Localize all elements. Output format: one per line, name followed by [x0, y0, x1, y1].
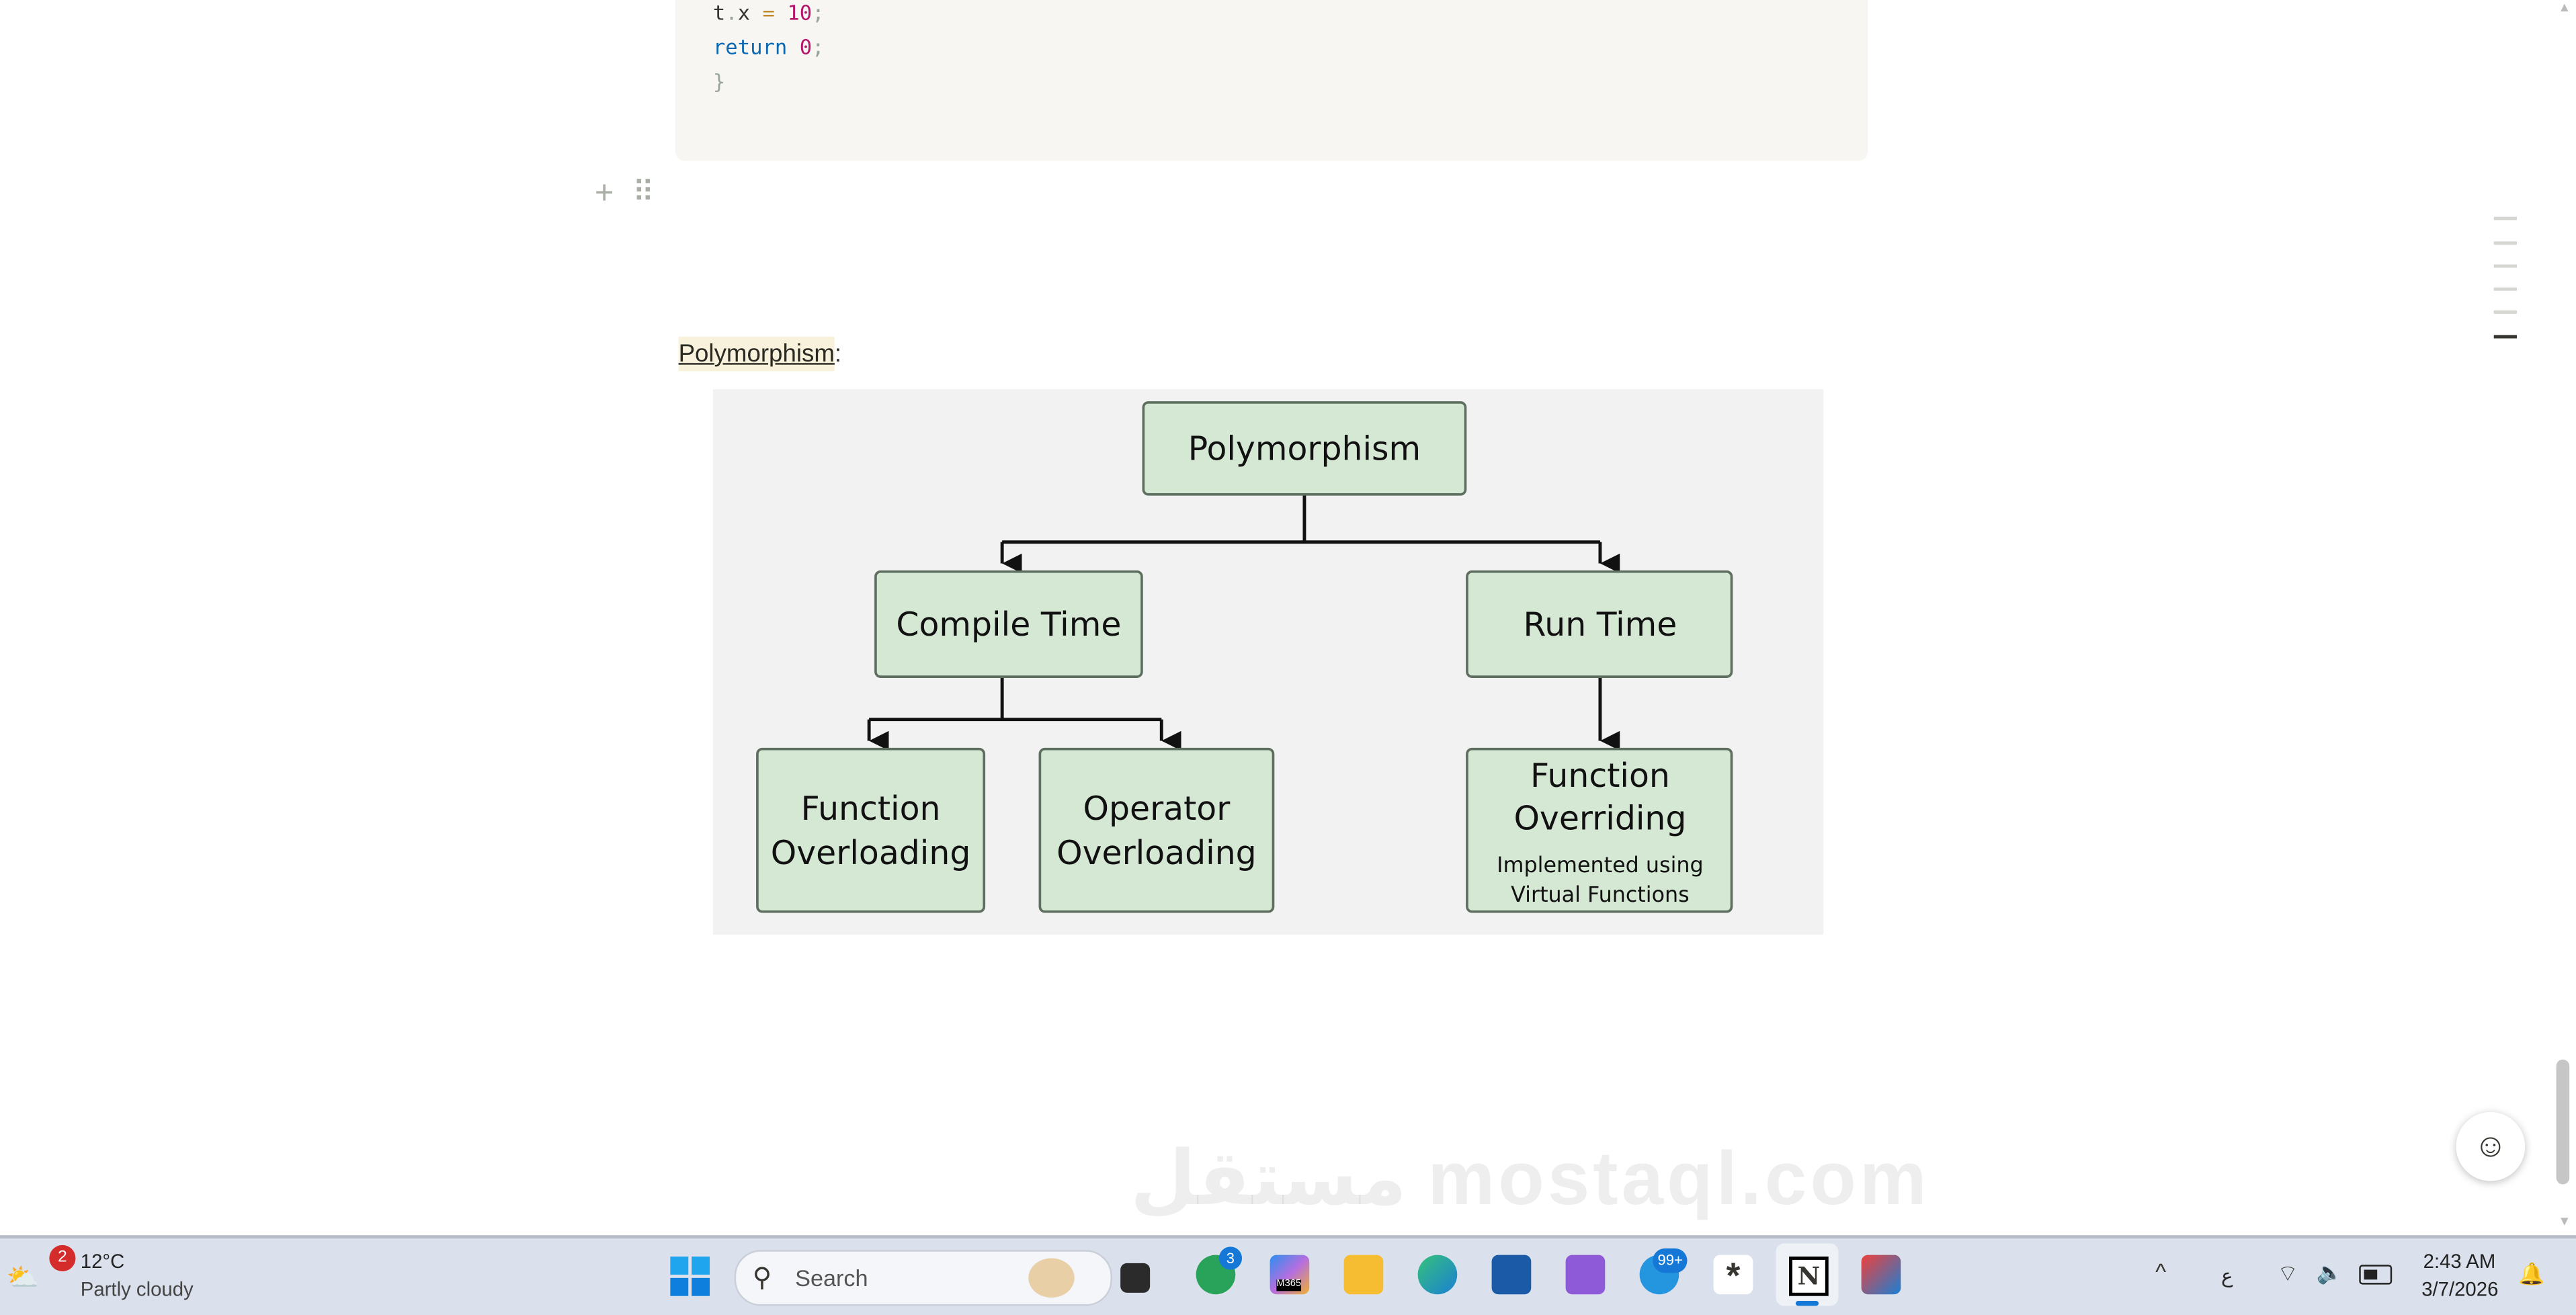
weather-temp[interactable]: 12°C: [80, 1250, 125, 1273]
asterisk-app-icon[interactable]: *: [1713, 1255, 1753, 1296]
notion-taskbar-button[interactable]: N: [1776, 1243, 1839, 1306]
connector: [1002, 494, 1600, 544]
node-label: Function: [801, 790, 941, 828]
search-icon: ⚲: [752, 1265, 772, 1293]
search-box[interactable]: ⚲ Search: [734, 1250, 1112, 1306]
weather-icon[interactable]: ⛅: [6, 1265, 40, 1293]
language-indicator[interactable]: ع: [2220, 1265, 2233, 1288]
store-icon[interactable]: [1491, 1255, 1532, 1295]
code-line: t.x = 10;: [712, 0, 825, 25]
clock-time[interactable]: 2:43 AM: [2423, 1250, 2496, 1273]
box-function-overriding: [1466, 747, 1733, 913]
clock-date[interactable]: 3/7/2026: [2421, 1277, 2499, 1302]
node-note: Implemented using: [1497, 853, 1704, 878]
node-label: Compile Time: [896, 605, 1121, 644]
battery-icon[interactable]: [2359, 1265, 2393, 1285]
m365-icon[interactable]: M365: [1270, 1255, 1310, 1295]
box-function-overloading: [756, 747, 986, 913]
drag-handle-icon[interactable]: ⠿: [632, 175, 655, 209]
whatsapp-badge: 3: [1218, 1246, 1243, 1270]
watermark: مستقل mostaql.com: [1130, 1135, 1930, 1221]
visual-studio-icon[interactable]: [1565, 1255, 1606, 1295]
polymorphism-diagram: Polymorphism Compile Time Run Time Funct…: [712, 389, 1824, 935]
ai-face-icon: ☺: [2473, 1128, 2507, 1165]
intellij-icon[interactable]: [1861, 1255, 1901, 1295]
show-hidden-icons-chevron-icon[interactable]: ^: [2155, 1258, 2167, 1285]
code-line: return 0;: [712, 34, 825, 60]
scroll-up-icon[interactable]: ▲: [2558, 0, 2571, 15]
polymorphism-link[interactable]: Polymorphism: [678, 337, 835, 372]
section-heading: Polymorphism:: [678, 337, 841, 372]
start-button[interactable]: [670, 1257, 710, 1296]
node-label: Overloading: [1056, 834, 1257, 872]
connector: [869, 677, 1162, 722]
code-block[interactable]: t.x = 10; return 0; }: [675, 0, 1868, 161]
node-note: Virtual Functions: [1511, 883, 1690, 907]
box-compile-time: [874, 570, 1143, 678]
code-line: }: [712, 69, 726, 94]
scroll-down-icon[interactable]: ▼: [2558, 1214, 2571, 1229]
notion-icon: N: [1789, 1257, 1829, 1296]
task-view-icon[interactable]: [1120, 1263, 1151, 1293]
file-explorer-icon[interactable]: [1343, 1255, 1384, 1295]
box-run-time: [1466, 570, 1733, 678]
node-label: Polymorphism: [1188, 429, 1421, 468]
weather-badge: 2: [49, 1244, 76, 1272]
scrollbar-thumb[interactable]: [2556, 1059, 2570, 1185]
weather-desc[interactable]: Partly cloudy: [80, 1277, 194, 1302]
node-label: Overriding: [1513, 799, 1686, 837]
notion-ai-button[interactable]: ☺: [2456, 1111, 2526, 1181]
search-highlight-icon: [1028, 1258, 1075, 1298]
telegram-badge: 99+: [1653, 1248, 1688, 1273]
node-label: Overloading: [771, 834, 971, 872]
notifications-bell-icon[interactable]: 🔔: [2518, 1261, 2545, 1287]
node-label: Run Time: [1524, 605, 1677, 644]
edge-icon[interactable]: [1417, 1255, 1458, 1295]
node-label: Operator: [1083, 790, 1231, 828]
add-block-icon[interactable]: +: [594, 175, 614, 212]
node-label: Function: [1530, 757, 1670, 795]
box-operator-overloading: [1038, 747, 1275, 913]
search-input[interactable]: Search: [795, 1265, 868, 1291]
wifi-icon[interactable]: ⌔: [2277, 1259, 2299, 1287]
volume-icon[interactable]: 🔈: [2316, 1259, 2343, 1285]
box-polymorphism: [1142, 401, 1467, 496]
